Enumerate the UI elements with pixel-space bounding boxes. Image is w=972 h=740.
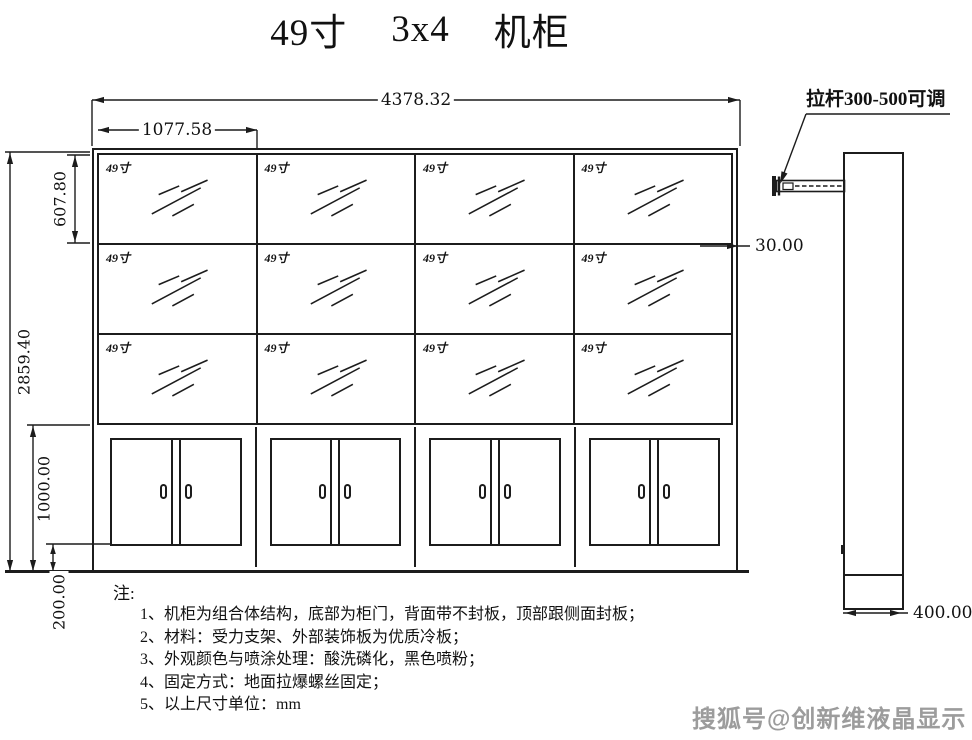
side-view-base-line bbox=[843, 574, 904, 576]
glass-reflection-icon bbox=[626, 359, 684, 397]
dim-total-height: 2859.40 bbox=[14, 325, 34, 399]
note-item: 2、材料：受力支架、外部装饰板为优质冷板； bbox=[140, 628, 469, 646]
title-screen-size: 49寸 bbox=[270, 13, 348, 54]
screen-cell: 49寸 bbox=[416, 335, 573, 423]
screen-cell: 49寸 bbox=[257, 245, 414, 333]
door-handle-icon bbox=[478, 484, 486, 499]
watermark: 搜狐号@创新维液晶显示 bbox=[692, 706, 967, 733]
screen-cell: 49寸 bbox=[99, 335, 256, 423]
cabinet-bays bbox=[97, 427, 733, 567]
glass-reflection-icon bbox=[151, 179, 208, 217]
screen-cell: 49寸 bbox=[257, 155, 414, 243]
screen-size-label: 49寸 bbox=[264, 251, 289, 265]
dim-depth-lines bbox=[843, 609, 908, 617]
note-item: 1、机柜为组合体结构，底部为柜门，背面带不封板，顶部跟侧面封板； bbox=[140, 606, 645, 623]
screen-cell: 49寸 bbox=[574, 335, 731, 423]
screen-cell: 49寸 bbox=[574, 245, 731, 333]
pull-rod-label: 拉杆300-500可调 bbox=[806, 89, 946, 110]
screen-size-label: 49寸 bbox=[106, 161, 131, 175]
title-cabinet-word: 机柜 bbox=[493, 13, 570, 54]
note-item: 4、固定方式：地面拉爆螺丝固定； bbox=[140, 673, 389, 691]
door-divider bbox=[330, 440, 341, 544]
glass-reflection-icon bbox=[309, 359, 367, 397]
door-handle-icon bbox=[159, 484, 167, 499]
door-divider bbox=[649, 440, 660, 544]
door-handle-icon bbox=[184, 484, 192, 499]
floor-line bbox=[5, 570, 749, 573]
cabinet-bay bbox=[256, 427, 414, 567]
glass-reflection-icon bbox=[468, 179, 525, 217]
screen-size-label: 49寸 bbox=[423, 161, 448, 175]
title-grid-layout: 3x4 bbox=[391, 8, 450, 50]
front-view: 49寸 49寸 49寸 49寸 bbox=[92, 148, 738, 572]
screen-size-label: 49寸 bbox=[581, 161, 606, 175]
dim-screen-height-lines bbox=[67, 154, 90, 244]
dim-screen-width: 1077.58 bbox=[138, 120, 216, 140]
screen-size-label: 49寸 bbox=[581, 341, 606, 355]
glass-reflection-icon bbox=[626, 269, 684, 307]
screen-grid: 49寸 49寸 49寸 49寸 bbox=[97, 153, 733, 425]
dim-seam-gap: 30.00 bbox=[752, 236, 807, 256]
screen-size-label: 49寸 bbox=[264, 341, 289, 355]
dim-total-width: 4378.32 bbox=[377, 90, 455, 110]
cabinet-door bbox=[269, 438, 401, 546]
glass-reflection-icon bbox=[626, 179, 684, 217]
dim-depth: 400.00 bbox=[910, 603, 972, 623]
screen-size-label: 49寸 bbox=[423, 251, 448, 265]
dim-base-height: 200.00 bbox=[49, 571, 69, 633]
screen-cell: 49寸 bbox=[99, 155, 256, 243]
screen-size-label: 49寸 bbox=[581, 251, 606, 265]
dim-screen-height: 607.80 bbox=[50, 168, 70, 230]
glass-reflection-icon bbox=[468, 359, 525, 397]
cabinet-door bbox=[588, 438, 720, 546]
screen-cell: 49寸 bbox=[257, 335, 414, 423]
screen-cell: 49寸 bbox=[99, 245, 256, 333]
glass-reflection-icon bbox=[151, 359, 208, 397]
glass-reflection-icon bbox=[309, 179, 367, 217]
screen-cell: 49寸 bbox=[574, 155, 731, 243]
door-divider bbox=[170, 440, 181, 544]
door-handle-icon bbox=[344, 484, 352, 499]
screen-cell: 49寸 bbox=[416, 245, 573, 333]
dim-cabinet-height: 1000.00 bbox=[34, 452, 54, 526]
pull-rod-icon bbox=[772, 176, 846, 196]
side-view-hinge-mark bbox=[841, 545, 845, 554]
door-handle-icon bbox=[663, 484, 671, 499]
screen-size-label: 49寸 bbox=[106, 251, 131, 265]
cabinet-bay bbox=[97, 427, 255, 567]
cabinet-bay bbox=[416, 427, 574, 567]
cabinet-door bbox=[110, 438, 242, 546]
cabinet-door bbox=[429, 438, 561, 546]
glass-reflection-icon bbox=[468, 269, 525, 307]
screen-size-label: 49寸 bbox=[423, 341, 448, 355]
notes: 注: 1、机柜为组合体结构，底部为柜门，背面带不封板，顶部跟侧面封板； 2、材料… bbox=[113, 584, 644, 717]
door-handle-icon bbox=[638, 484, 646, 499]
note-item: 3、外观颜色与喷涂处理：酸洗磷化，黑色喷粉； bbox=[140, 651, 485, 668]
screen-cell: 49寸 bbox=[416, 155, 573, 243]
screen-size-label: 49寸 bbox=[106, 341, 131, 355]
glass-reflection-icon bbox=[309, 269, 367, 307]
door-handle-icon bbox=[319, 484, 327, 499]
door-divider bbox=[489, 440, 500, 544]
note-item: 5、以上尺寸单位：mm bbox=[140, 696, 301, 713]
door-handle-icon bbox=[503, 484, 511, 499]
glass-reflection-icon bbox=[151, 269, 208, 307]
page-title: 49寸 3x4 机柜 bbox=[120, 5, 720, 55]
cabinet-bay bbox=[575, 427, 733, 567]
side-view-body bbox=[843, 152, 904, 610]
notes-heading: 注: bbox=[113, 584, 135, 603]
screen-size-label: 49寸 bbox=[264, 161, 289, 175]
